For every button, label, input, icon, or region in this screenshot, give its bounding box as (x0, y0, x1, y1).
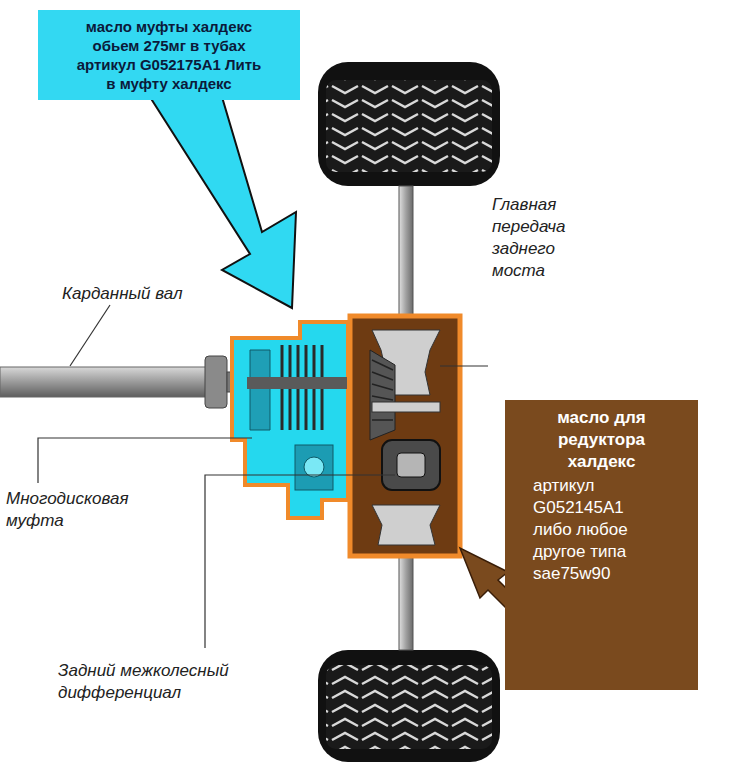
part-label: Многодисковая муфта (6, 488, 166, 532)
leader-line (38, 305, 488, 648)
callout-text: масло муфты халдекс обьем 275мг в тубах … (74, 17, 264, 93)
driveshaft (0, 356, 247, 408)
callout-text: масло для редуктора халдекс (542, 407, 662, 473)
callout-box: масло муфты халдекс обьем 275мг в тубах … (38, 10, 300, 100)
callout-box: масло для редуктора халдексартикул G0521… (505, 400, 698, 690)
haldex-coupling (232, 322, 348, 518)
final-drive (350, 316, 460, 556)
part-label: Карданный вал (62, 283, 222, 305)
callout-body: артикул G052145A1 либо любое другое типа… (533, 475, 653, 585)
callout-arrow (150, 97, 296, 308)
part-label: Задний межколесный дифференциал (58, 660, 278, 704)
part-label: Главная передача заднего моста (492, 194, 597, 282)
